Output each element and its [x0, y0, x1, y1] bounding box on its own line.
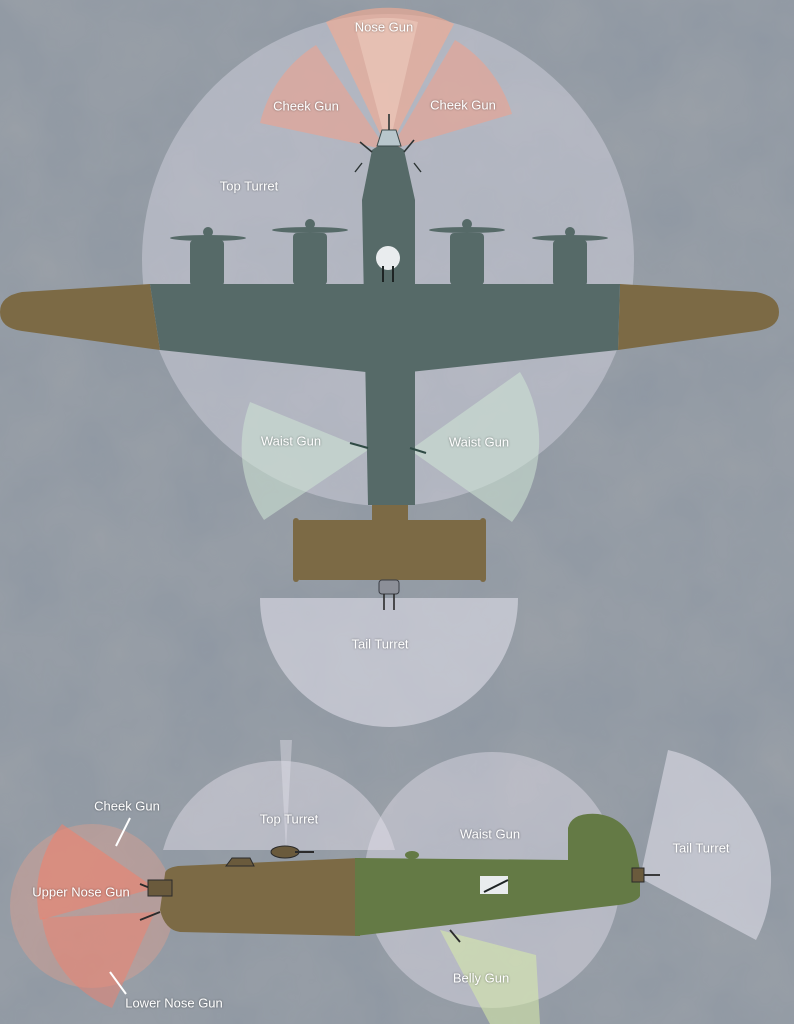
- cheek-gun-right-barrel: [403, 139, 415, 153]
- cheek-gun-leader: [115, 817, 131, 847]
- cheek-gun-left-barrel: [359, 141, 373, 153]
- side-fuselage-tan: [160, 858, 360, 936]
- top-view: [0, 7, 779, 727]
- cheek-gun-left-coverage: [260, 45, 387, 150]
- label-nose-gun: Nose Gun: [354, 19, 414, 35]
- label-tail-turret: Tail Turret: [351, 636, 409, 652]
- label-side-top-turret: Top Turret: [259, 811, 319, 827]
- label-waist-gun-left: Waist Gun: [260, 433, 322, 449]
- tail-plane: [297, 520, 483, 580]
- waist-gun-right-coverage: [410, 372, 540, 522]
- top-turret: [376, 246, 400, 270]
- belly-gun-coverage: [440, 930, 540, 1024]
- lower-nose-gun-barrel: [139, 911, 161, 921]
- right-wing: [618, 284, 779, 350]
- side-view: [10, 740, 772, 1024]
- label-side-cheek-gun: Cheek Gun: [94, 798, 160, 814]
- waist-gun-right-barrel: [409, 447, 427, 454]
- tail-turret: [378, 579, 400, 610]
- fuselage: [362, 144, 415, 505]
- side-top-turret-coverage: [163, 760, 395, 850]
- label-side-tail-turret: Tail Turret: [672, 840, 730, 856]
- label-lower-nose-gun: Lower Nose Gun: [125, 995, 223, 1011]
- label-cheek-gun-left: Cheek Gun: [273, 98, 339, 114]
- lower-nose-gun-leader: [109, 971, 127, 995]
- waist-gun-left-barrel: [349, 442, 369, 449]
- belly-gun-barrel: [449, 929, 461, 943]
- cheek-gun-right-coverage: [390, 40, 512, 150]
- left-wing: [0, 284, 160, 350]
- lower-nose-gun-coverage: [42, 912, 155, 1008]
- waist-gun-left-coverage: [241, 402, 368, 520]
- label-waist-gun-right: Waist Gun: [448, 434, 510, 450]
- nose-gun-coverage: [326, 7, 454, 150]
- side-fuselage-green: [355, 813, 640, 936]
- label-belly-gun: Belly Gun: [452, 970, 510, 986]
- upper-nose-gun-coverage: [37, 824, 155, 920]
- label-top-turret: Top Turret: [219, 178, 279, 194]
- side-waist-gun-barrel: [483, 879, 509, 893]
- engine-1: [170, 227, 246, 286]
- nose-gun-overlap: [354, 18, 418, 151]
- engine-3: [429, 219, 505, 285]
- side-top-turret: [270, 845, 300, 859]
- label-cheek-gun-right: Cheek Gun: [430, 97, 496, 113]
- nose-glazing: [376, 129, 402, 147]
- engine-4: [532, 227, 608, 286]
- tail-turret-coverage: [260, 598, 518, 727]
- label-upper-nose-gun: Upper Nose Gun: [32, 884, 130, 900]
- label-side-waist-gun: Waist Gun: [459, 826, 521, 842]
- side-tail-turret-coverage: [640, 750, 772, 940]
- engine-2: [272, 219, 348, 285]
